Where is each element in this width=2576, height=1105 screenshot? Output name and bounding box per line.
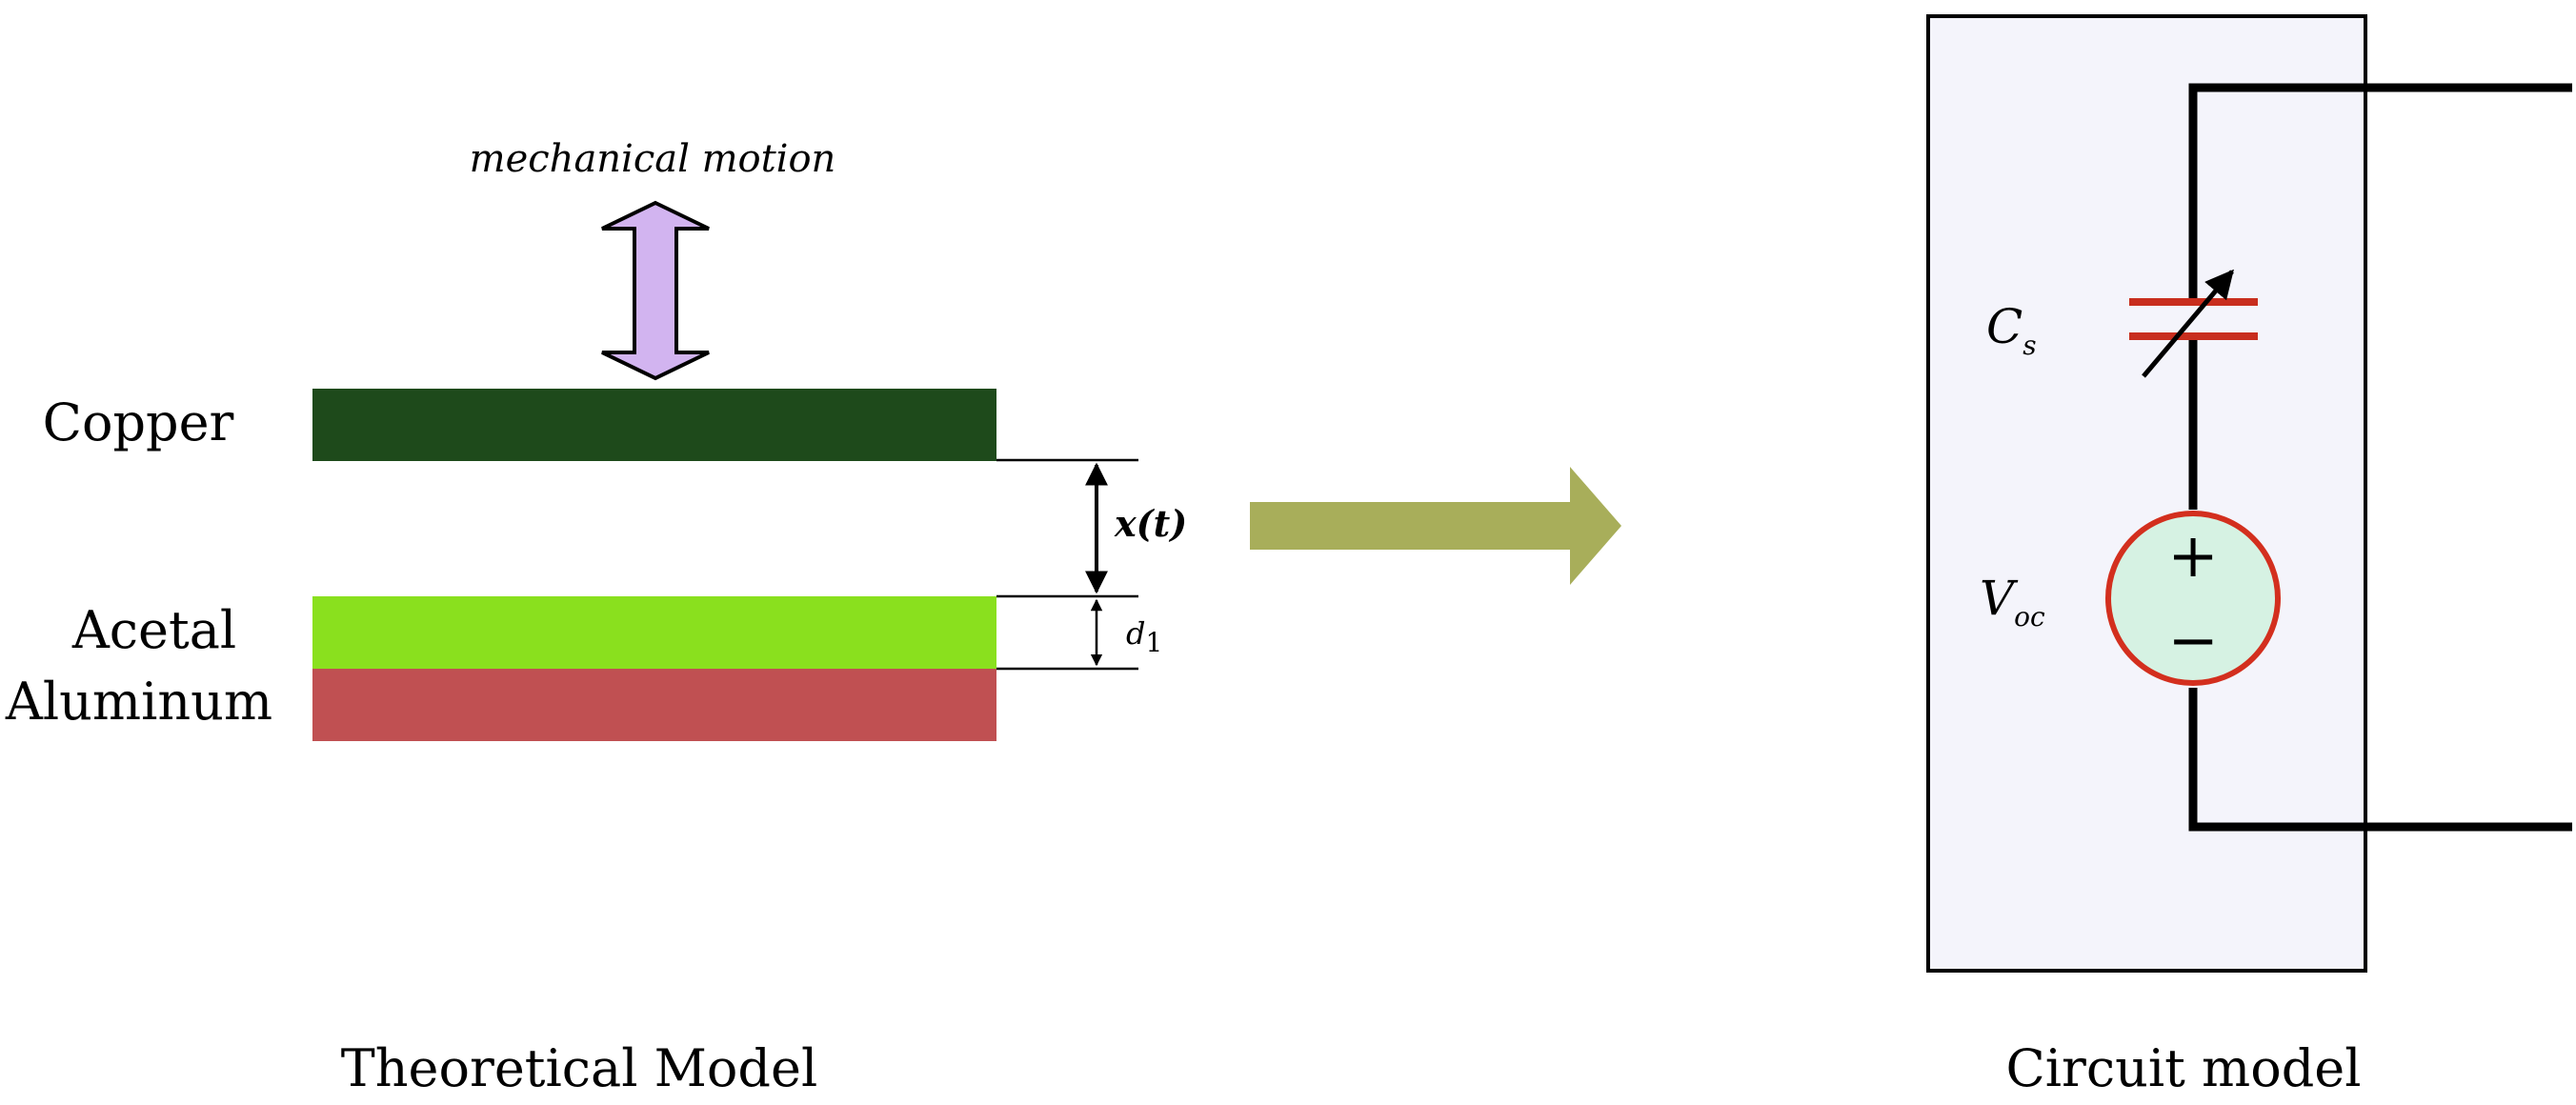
theoretical-model: mechanical motion Copper Acetal Aluminum… [5, 137, 1187, 1098]
source-plus-sign: + [2167, 521, 2219, 592]
mechanical-motion-arrow [601, 200, 710, 381]
circuit-model: Cs + − Voc Circuit model [1926, 14, 2572, 1098]
circuit-caption: Circuit model [2005, 1038, 2361, 1098]
capacitor-label: Cs [1986, 299, 2037, 361]
circuit-box [1926, 14, 2367, 973]
source-minus-sign: − [2167, 606, 2219, 676]
mechanical-motion-label: mechanical motion [470, 137, 836, 181]
acetal-layer [312, 596, 996, 669]
variable-capacitor-arrow [2142, 269, 2234, 378]
thickness-label: d1 [1126, 615, 1162, 658]
transition-arrow [1250, 467, 1621, 585]
copper-layer [312, 389, 996, 461]
bottom-wire [2188, 688, 2572, 832]
aluminum-layer [312, 669, 996, 741]
copper-label: Copper [43, 392, 234, 452]
gap-label: x(t) [1114, 502, 1187, 545]
acetal-label: Acetal [71, 600, 236, 660]
voltage-source [2105, 511, 2281, 686]
source-label: Voc [1980, 571, 2045, 633]
theoretical-caption: Theoretical Model [341, 1038, 817, 1098]
aluminum-label: Aluminum [5, 672, 272, 732]
top-wire [2188, 83, 2572, 302]
